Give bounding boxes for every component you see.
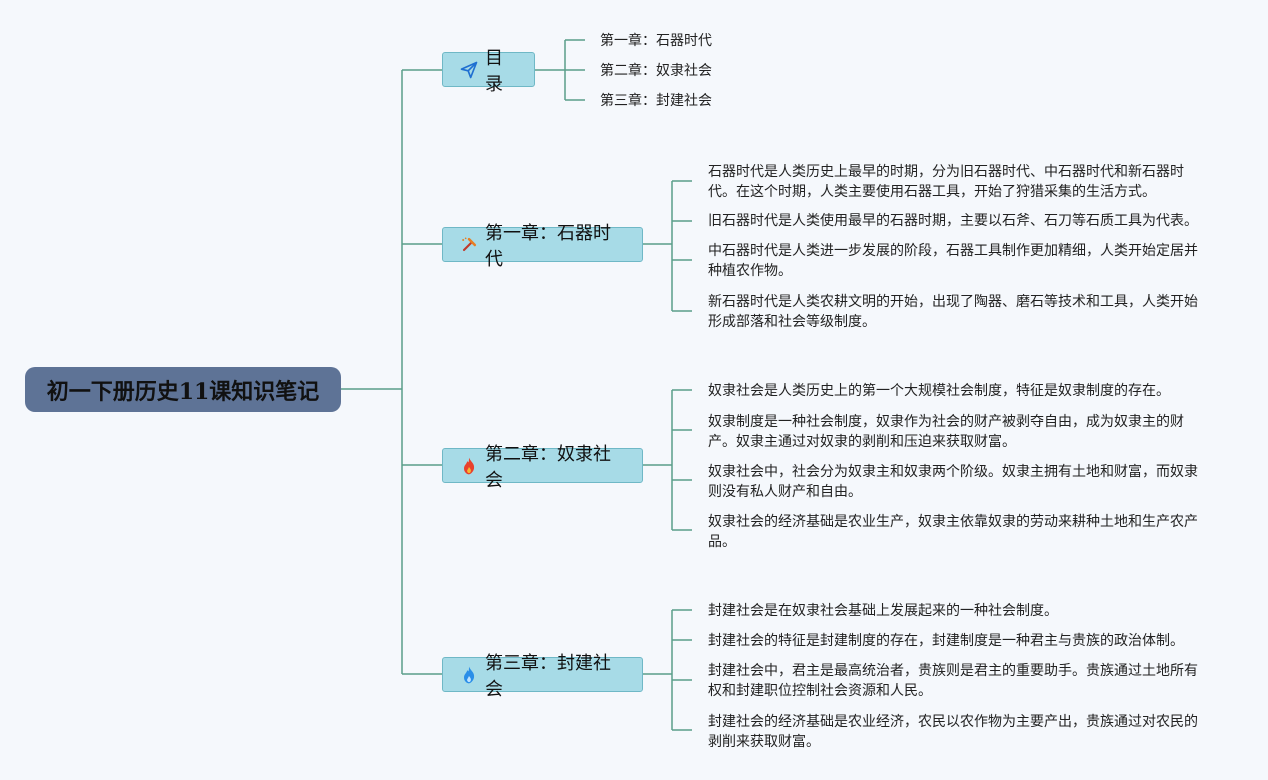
- branch-chapter-3[interactable]: 第三章：封建社会: [442, 653, 643, 700]
- branch-toc-label: 目录: [485, 47, 503, 95]
- root-topic[interactable]: 初一下册历史11课知识笔记: [25, 367, 341, 412]
- toc-item-3[interactable]: 第三章：封建社会: [600, 93, 712, 109]
- chapter-1-note-1: 石器时代是人类历史上最早的时期，分为旧石器时代、中石器时代和新石器时代。在这个时…: [708, 164, 1184, 200]
- chapter-3-note-2: 封建社会的特征是封建制度的存在，封建制度是一种君主与贵族的政治体制。: [708, 633, 1184, 649]
- chapter-2-note-3: 奴隶社会中，社会分为奴隶主和奴隶两个阶级。奴隶主拥有土地和财富，而奴隶则没有私人…: [708, 464, 1198, 500]
- chapter-2-note-4: 奴隶社会的经济基础是农业生产，奴隶主依靠奴隶的劳动来耕种土地和生产农产品。: [708, 514, 1198, 550]
- toc-item-1[interactable]: 第一章：石器时代: [600, 33, 712, 49]
- chapter-3-note-3: 封建社会中，君主是最高统治者，贵族则是君主的重要助手。贵族通过土地所有权和封建职…: [708, 663, 1198, 699]
- branch-chapter-1-label: 第一章：石器时代: [485, 222, 611, 270]
- paper-plane-icon: [459, 60, 479, 80]
- branch-chapter-1[interactable]: 第一章：石器时代: [442, 223, 643, 270]
- chapter-1-note-3: 中石器时代是人类进一步发展的阶段，石器工具制作更加精细，人类开始定居并种植农作物…: [708, 243, 1198, 279]
- chapter-1-note-4: 新石器时代是人类农耕文明的开始，出现了陶器、磨石等技术和工具，人类开始形成部落和…: [708, 294, 1198, 330]
- branch-chapter-3-label: 第三章：封建社会: [485, 652, 611, 700]
- toc-item-2[interactable]: 第二章：奴隶社会: [600, 63, 712, 79]
- fire-icon: [459, 456, 479, 476]
- chapter-3-note-4: 封建社会的经济基础是农业经济，农民以农作物为主要产出，贵族通过对农民的剥削来获取…: [708, 714, 1198, 750]
- branch-chapter-2-label: 第二章：奴隶社会: [485, 443, 611, 491]
- hammer-icon: [459, 235, 479, 255]
- chapter-1-note-2: 旧石器时代是人类使用最早的石器时期，主要以石斧、石刀等石质工具为代表。: [708, 213, 1198, 229]
- branch-chapter-2[interactable]: 第二章：奴隶社会: [442, 444, 643, 491]
- blue-flame-icon: [459, 665, 479, 685]
- root-title: 初一下册历史11课知识笔记: [46, 378, 320, 405]
- branch-toc[interactable]: 目录: [442, 48, 535, 95]
- chapter-2-note-2: 奴隶制度是一种社会制度，奴隶作为社会的财产被剥夺自由，成为奴隶主的财产。奴隶主通…: [708, 414, 1184, 450]
- chapter-3-note-1: 封建社会是在奴隶社会基础上发展起来的一种社会制度。: [708, 603, 1058, 619]
- chapter-2-note-1: 奴隶社会是人类历史上的第一个大规模社会制度，特征是奴隶制度的存在。: [708, 383, 1170, 399]
